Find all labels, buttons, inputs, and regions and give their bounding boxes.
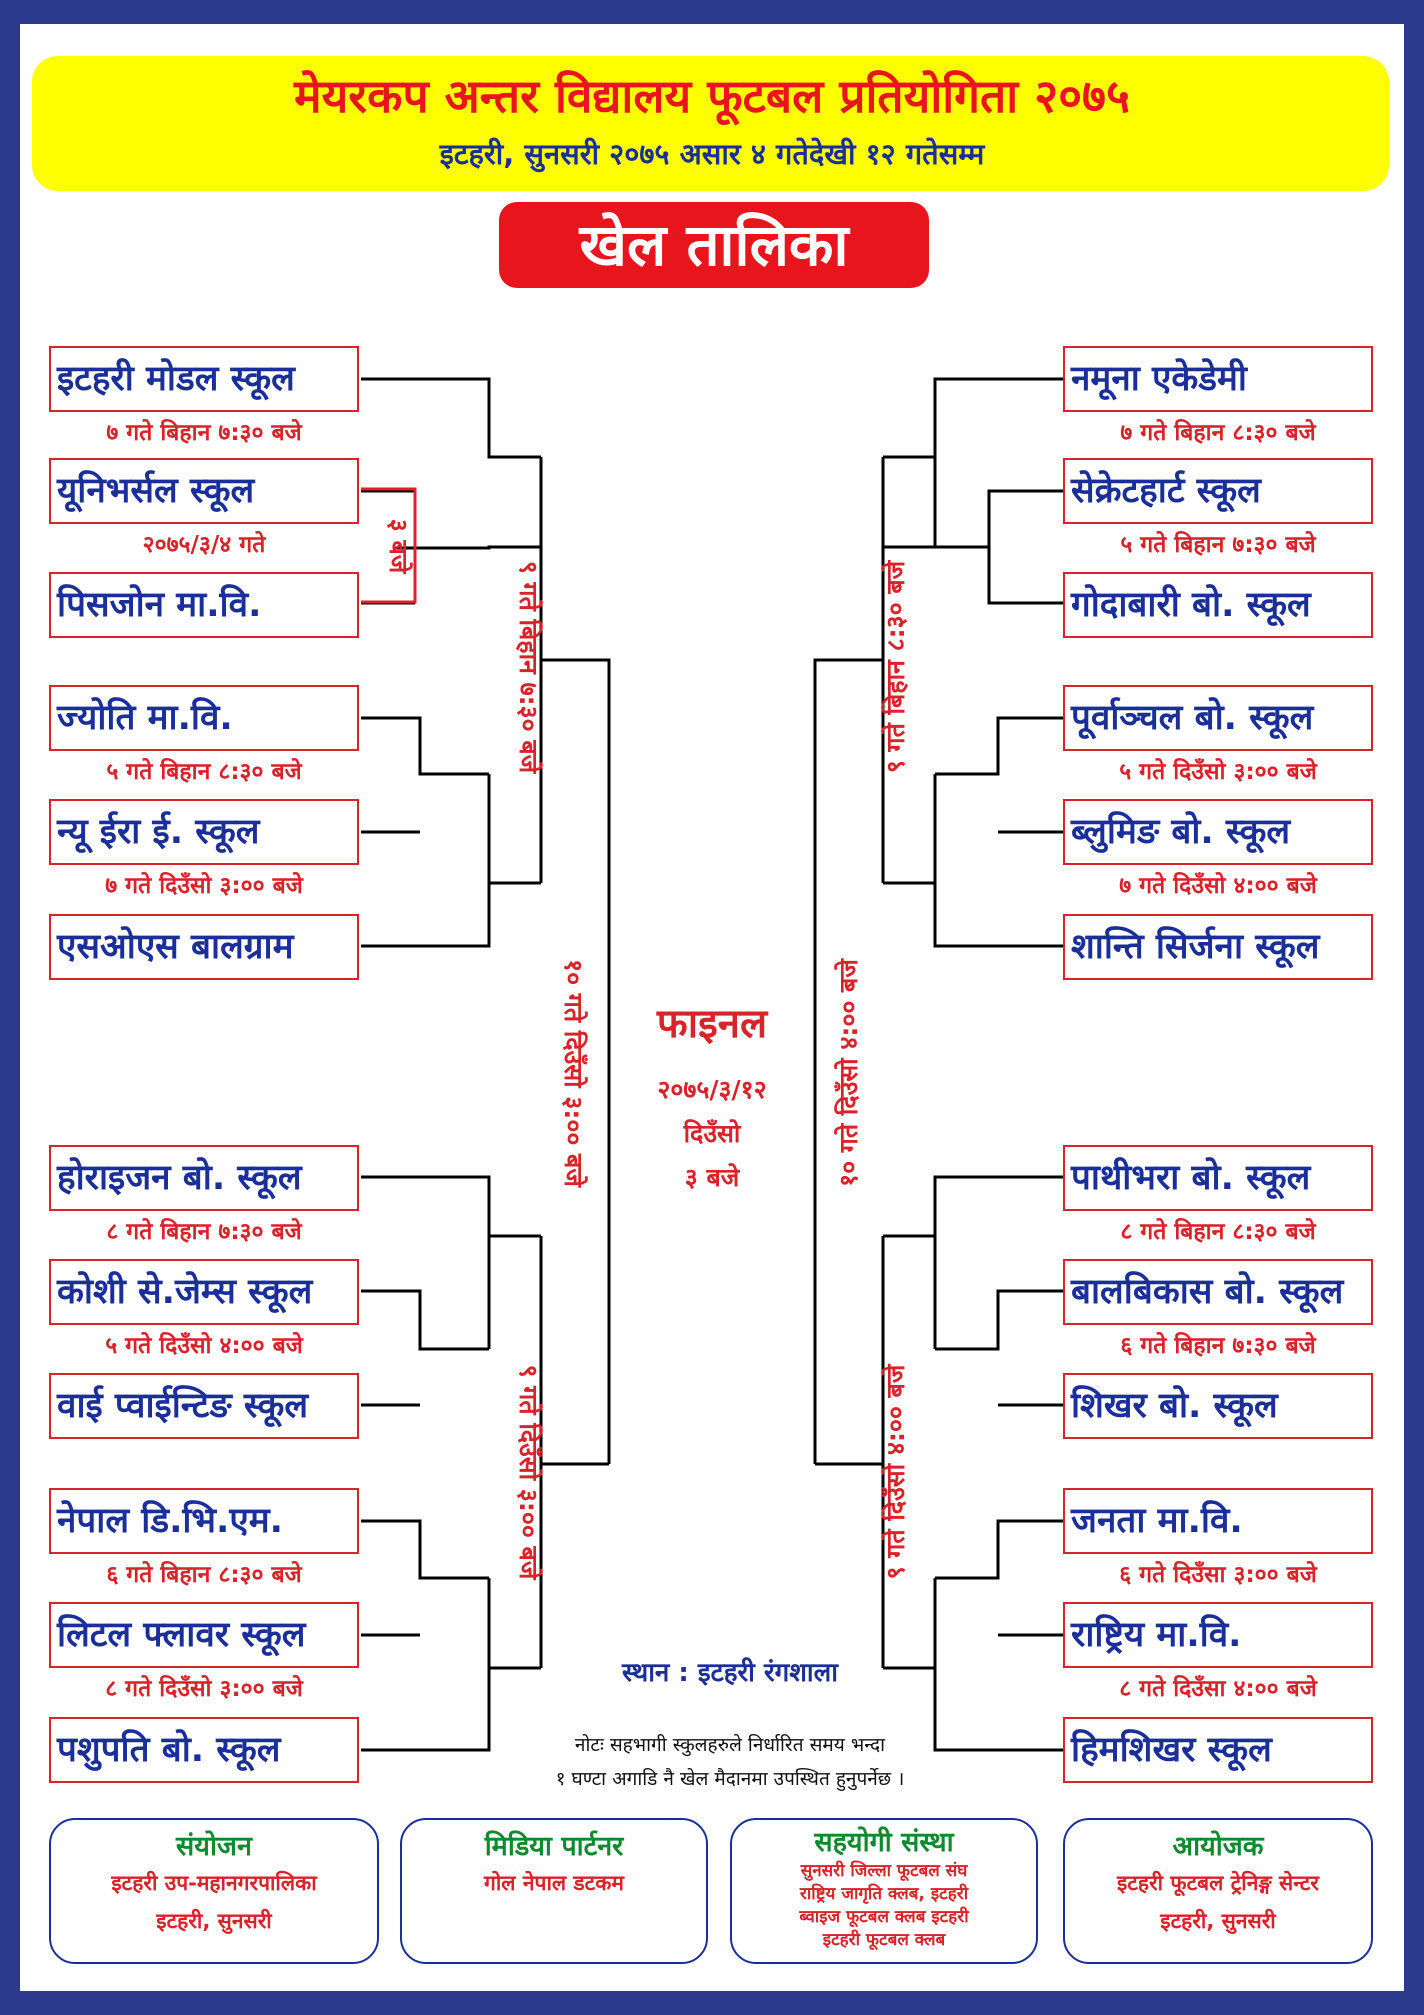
left-match-time-5: ८ गते बिहान ७:३० बजे	[106, 1219, 302, 1245]
left-team-8: कोशी से.जेम्स स्कूल	[49, 1259, 359, 1325]
left-match-time-8: ८ गते दिउँसो ३:०० बजे	[105, 1676, 303, 1702]
note: नोटः सहभागी स्कुलहरुले निर्धारित समय भन्…	[450, 1728, 1010, 1796]
coordination-line-2: इटहरी, सुनसरी	[156, 1909, 272, 1933]
tournament-dates: इटहरी, सुनसरी २०७५ असार ४ गतेदेखी १२ गते…	[439, 137, 985, 171]
support-heading: सहयोगी संस्था	[814, 1827, 954, 1858]
coordination-heading: संयोजन	[176, 1831, 252, 1862]
right-match-time-7: ६ गते दिउँसा ३:०० बजे	[1119, 1562, 1317, 1588]
final-date: २०७५/३/१२	[657, 1075, 767, 1104]
support-line-2: राष्ट्रिय जागृति क्लब, इटहरी	[799, 1884, 969, 1904]
right-team-2: सेक्रेटहार्ट स्कूल	[1063, 458, 1373, 524]
right-match-time-8: ८ गते दिउँसा ४:०० बजे	[1119, 1676, 1317, 1702]
footer-organizer: आयोजक इटहरी फूटबल ट्रेनिङ्ग सेन्टर इटहरी…	[1063, 1818, 1373, 1964]
left-team-3: पिसजोन मा.वि.	[49, 572, 359, 638]
right-team-5: ब्लुमिङ बो. स्कूल	[1063, 799, 1373, 865]
header-band	[32, 56, 1389, 191]
right-team-11: राष्ट्रिय मा.वि.	[1063, 1602, 1373, 1668]
right-match-time-5: ८ गते बिहान ८:३० बजे	[1120, 1219, 1316, 1245]
note-line-1: नोटः सहभागी स्कुलहरुले निर्धारित समय भन्…	[574, 1734, 886, 1756]
left-team-9: वाई प्वाईन्टिङ स्कूल	[49, 1373, 359, 1439]
left-team-7: होराइजन बो. स्कूल	[49, 1145, 359, 1211]
opening-match-time: ३ बजे	[384, 518, 413, 574]
left-team-6: एसओएस बालग्राम	[49, 914, 359, 980]
left-team-5: न्यू ईरा ई. स्कूल	[49, 799, 359, 865]
right-match-time-2: ५ गते बिहान ७:३० बजे	[1120, 532, 1316, 558]
organizer-line-1: इटहरी फूटबल ट्रेनिङ्ग सेन्टर	[1117, 1871, 1319, 1895]
left-team-2: यूनिभर्सल स्कूल	[49, 458, 359, 524]
right-team-4: पूर्वाञ्चल बो. स्कूल	[1063, 685, 1373, 751]
right-team-7: पाथीभरा बो. स्कूल	[1063, 1145, 1373, 1211]
final-label: फाइनल	[656, 1001, 768, 1047]
final-period: दिउँसो	[683, 1119, 741, 1148]
schedule-banner: खेल तालिका	[499, 202, 929, 288]
right-team-9: शिखर बो. स्कूल	[1063, 1373, 1373, 1439]
tournament-title: मेयरकप अन्तर विद्यालय फूटबल प्रतियोगिता …	[294, 69, 1130, 123]
right-team-8: बालबिकास बो. स्कूल	[1063, 1259, 1373, 1325]
support-line-4: इटहरी फूटबल क्लब	[822, 1930, 946, 1950]
right-quarterfinal-top-time: ९ गते बिहान ८:३० बजे	[881, 560, 910, 774]
left-team-1: इटहरी मोडल स्कूल	[49, 346, 359, 412]
left-semifinal-time: १० गते दिउँसो ३:०० बजे	[559, 959, 588, 1187]
footer-coordination: संयोजन इटहरी उप-महानगरपालिका इटहरी, सुनस…	[49, 1818, 379, 1964]
media-line-1: गोल नेपाल डटकम	[484, 1871, 624, 1895]
left-match-time-7: ६ गते बिहान ८:३० बजे	[106, 1562, 302, 1588]
right-match-time-4: ७ गते दिउँसो ४:०० बजे	[1119, 873, 1317, 899]
left-match-time-2: २०७५/३/४ गते	[142, 532, 266, 558]
left-match-time-1: ७ गते बिहान ७:३० बजे	[106, 420, 302, 446]
media-heading: मिडिया पार्टनर	[484, 1831, 624, 1862]
left-match-time-6: ५ गते दिउँसो ४:०० बजे	[105, 1333, 303, 1359]
right-team-3: गोदाबारी बो. स्कूल	[1063, 572, 1373, 638]
organizer-heading: आयोजक	[1172, 1831, 1264, 1862]
support-line-3: ब्वाइज फूटबल क्लब इटहरी	[799, 1907, 969, 1927]
note-line-2: १ घण्टा अगाडि नै खेल मैदानमा उपस्थित हुन…	[555, 1768, 905, 1790]
footer-media-partner: मिडिया पार्टनर गोल नेपाल डटकम	[400, 1818, 708, 1964]
left-team-10: नेपाल डि.भि.एम.	[49, 1488, 359, 1554]
right-team-10: जनता मा.वि.	[1063, 1488, 1373, 1554]
left-match-time-4: ७ गते दिउँसो ३:०० बजे	[105, 873, 303, 899]
final-time: ३ बजे	[684, 1163, 740, 1192]
right-match-time-1: ७ गते बिहान ८:३० बजे	[1120, 420, 1316, 446]
right-team-12: हिमशिखर स्कूल	[1063, 1717, 1373, 1783]
footer-support: सहयोगी संस्था सुनसरी जिल्ला फूटबल संघ रा…	[730, 1818, 1038, 1964]
left-quarterfinal-top-time: ९ गते बिहान ७:३० बजे	[514, 560, 543, 774]
bracket-lines	[361, 377, 1063, 1752]
left-match-time-3: ५ गते बिहान ८:३० बजे	[106, 759, 302, 785]
left-quarterfinal-bottom-time: ९ गते दिउँसो ३:०० बजे	[514, 1364, 543, 1580]
venue: स्थान : इटहरी रंगशाला	[621, 1658, 839, 1688]
coordination-line-1: इटहरी उप-महानगरपालिका	[111, 1871, 317, 1895]
left-team-12: पशुपति बो. स्कूल	[49, 1717, 359, 1783]
organizer-line-2: इटहरी, सुनसरी	[1160, 1909, 1276, 1933]
right-team-6: शान्ति सिर्जना स्कूल	[1063, 914, 1373, 980]
poster: मेयरकप अन्तर विद्यालय फूटबल प्रतियोगिता …	[20, 24, 1404, 1991]
right-match-time-3: ५ गते दिउँसो ३:०० बजे	[1119, 759, 1317, 785]
right-semifinal-time: १० गते दिउँसो ४:०० बजे	[834, 959, 863, 1187]
support-line-1: सुनसरी जिल्ला फूटबल संघ	[800, 1861, 968, 1881]
right-team-1: नमूना एकेडेमी	[1063, 346, 1373, 412]
right-quarterfinal-bottom-time: ९ गते दिउँसो ४:०० बजे	[881, 1364, 910, 1580]
left-team-11: लिटल फ्लावर स्कूल	[49, 1602, 359, 1668]
left-team-4: ज्योति मा.वि.	[49, 685, 359, 751]
right-match-time-6: ६ गते बिहान ७:३० बजे	[1120, 1333, 1316, 1359]
